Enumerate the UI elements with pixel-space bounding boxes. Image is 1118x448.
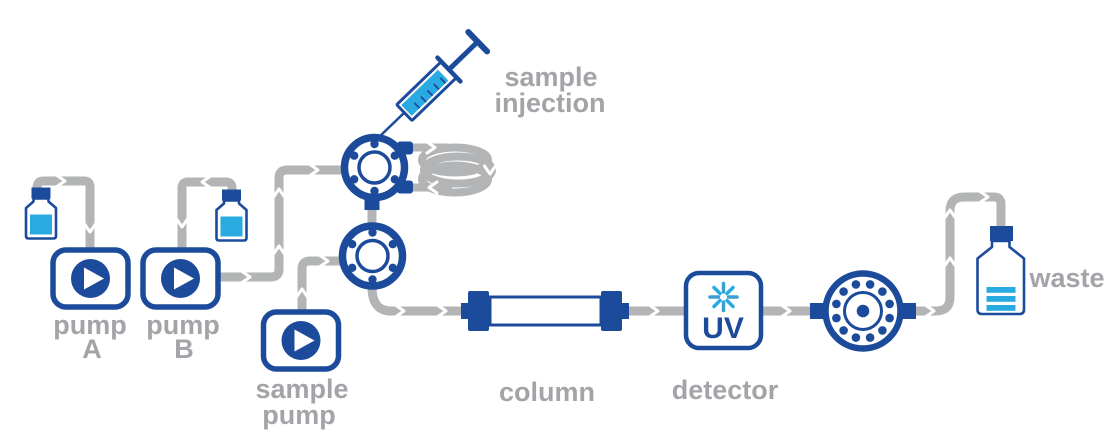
detector-label: detector <box>672 375 779 405</box>
tube-valve-to-column <box>367 286 462 316</box>
lower-valve-icon <box>343 226 403 286</box>
pump-b-label-line2: B <box>174 334 194 364</box>
injection-valve-icon <box>345 138 413 210</box>
column-icon <box>461 291 629 331</box>
waste-label: waste <box>1028 263 1104 293</box>
solvent-bottle-b-icon <box>215 188 248 242</box>
outlet-valve-icon <box>810 270 916 352</box>
pump-a-label-line1: pump <box>53 310 127 340</box>
tube-pumpB-to-injection-valve <box>218 165 342 282</box>
uv-detector-icon: UV <box>683 270 764 351</box>
pump-a-label-line2: A <box>82 334 102 364</box>
tube-bottleB-to-pumpB <box>177 177 237 251</box>
sample-pump-label-line1: sample <box>255 374 348 404</box>
pump-b-label-line1: pump <box>146 310 220 340</box>
tube-sample-pump-to-valve <box>297 256 342 341</box>
tube-outlet-valve-to-waste <box>916 192 1006 316</box>
sample-pump-icon <box>264 312 339 369</box>
column-label: column <box>499 377 595 407</box>
sample-injection-label-line2: injection <box>494 88 605 118</box>
sample-injection-label-line1: sample <box>504 62 597 92</box>
syringe-icon <box>376 29 491 140</box>
waste-bottle-icon <box>976 226 1026 316</box>
solvent-bottle-a-icon <box>24 186 58 240</box>
pump-b-icon <box>143 250 218 307</box>
sample-loop-coil <box>410 140 497 197</box>
pump-a-icon <box>53 250 128 307</box>
uv-starburst-icon <box>708 281 739 313</box>
sample-pump-label-line2: pump <box>262 400 336 430</box>
tubing-network <box>32 163 1006 341</box>
uv-badge: UV <box>702 312 744 345</box>
